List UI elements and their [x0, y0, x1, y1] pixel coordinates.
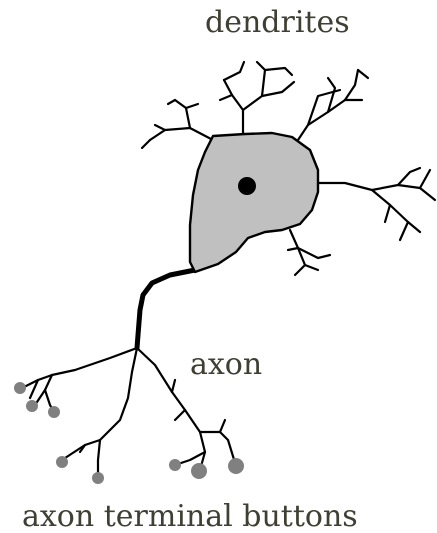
terminal-button	[48, 406, 60, 418]
nucleus	[238, 177, 256, 195]
terminal-button	[14, 382, 26, 394]
terminal-button	[169, 459, 181, 471]
dendrite-lower-right	[288, 230, 330, 275]
dendrite-upper-left	[142, 100, 213, 148]
axon-label: axon	[190, 350, 262, 380]
axon-trunk	[137, 270, 195, 348]
terminal-button	[56, 456, 68, 468]
dendrite-top-middle	[220, 62, 294, 134]
dendrite-top-right	[298, 70, 368, 140]
terminal-button	[92, 472, 104, 484]
dendrites-label: dendrites	[205, 8, 350, 38]
terminal-button	[228, 458, 244, 474]
terminal-button	[26, 400, 38, 412]
terminal-button	[191, 463, 207, 479]
dendrite-right	[318, 168, 435, 240]
axon-terminal-buttons-label: axon terminal buttons	[22, 502, 358, 532]
